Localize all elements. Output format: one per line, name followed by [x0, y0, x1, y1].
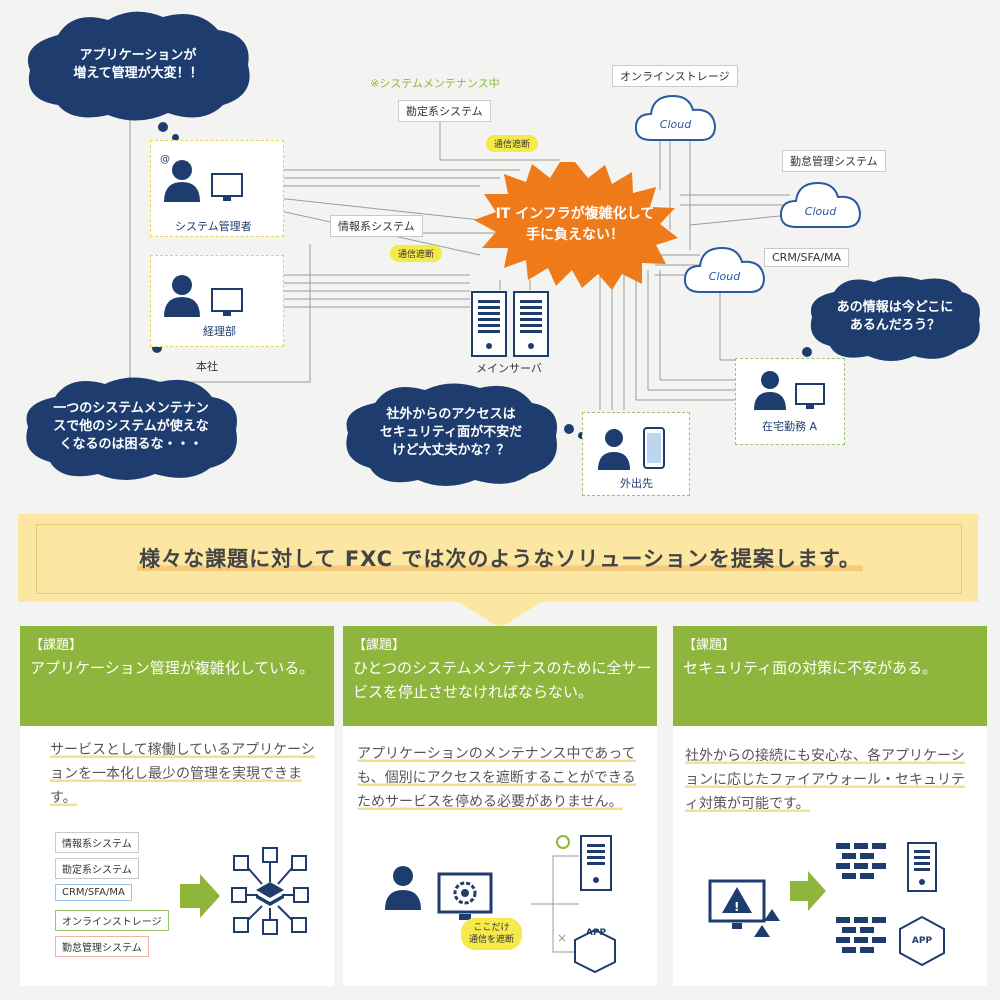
label-crm: CRM/SFA/MA [764, 248, 850, 267]
label-mainserver: メインサーバ [476, 362, 542, 375]
system-chip: CRM/SFA/MA [55, 884, 132, 901]
card-body: アプリケーションのメンテナンス中であっても、個別にアクセスを遮断することができる… [357, 746, 636, 810]
cloud-icon: Cloud [633, 88, 718, 146]
card-tag: 【課題】 [30, 638, 83, 653]
card-tag: 【課題】 [353, 638, 406, 653]
server-icon [471, 291, 549, 357]
system-chip: 勤怠管理システム [55, 936, 149, 957]
firewall-diagram: ! [708, 842, 945, 967]
remote-box [735, 358, 845, 445]
cutoff-badge: 通信遮断 [486, 135, 539, 152]
app-label: APP [911, 936, 933, 946]
thought-dot [158, 122, 168, 132]
speech-bubble-info: あの情報は今どこに あるんだろう？ [806, 272, 984, 362]
speech-bubble-security: 社外からのアクセスは セキュリティ面が不安だ けど大丈夫かな？？ [340, 378, 562, 488]
label-online-storage: オンラインストレージ [612, 65, 738, 87]
thought-dot [802, 347, 812, 357]
svg-text:!: ! [734, 900, 739, 914]
issue-card-1: 【課題】 アプリケーション管理が複雑化している。 サービスとして稼働しているアプ… [20, 626, 334, 986]
label-outside: 外出先 [620, 477, 653, 490]
maintenance-diagram: × [385, 835, 616, 974]
label-keiri: 経理部 [203, 325, 236, 338]
label-remote: 在宅勤務 A [762, 420, 818, 433]
thought-dot [152, 343, 162, 353]
cutoff-badge: 通信遮断 [390, 245, 443, 262]
label-kanjo-system: 勘定系システム [398, 100, 491, 122]
thought-dot [564, 424, 574, 434]
issue-card-2: 【課題】 ひとつのシステムメンテナスのために全サービスを停止させなければならない… [343, 626, 657, 986]
app-label: APP [585, 928, 607, 938]
card-body: サービスとして稼働しているアプリケーションを一本化し最少の管理を実現できます。 [50, 742, 315, 806]
banner-title: 様々な課題に対して FXC では次のようなソリューションを提案します。 [137, 547, 863, 571]
cloud-icon: Cloud [778, 175, 863, 233]
svg-text:@: @ [160, 154, 170, 165]
label-kintai-system: 勤怠管理システム [782, 150, 886, 172]
outside-box [582, 412, 690, 496]
banner-pointer [455, 600, 545, 628]
label-sysadmin: システム管理者 [175, 220, 252, 233]
thought-dot [172, 134, 179, 141]
card-header [343, 626, 657, 726]
card-tag: 【課題】 [683, 638, 736, 653]
label-honsha: 本社 [196, 360, 218, 373]
maintenance-note: ※システムメンテナンス中 [370, 77, 500, 90]
card-title: セキュリティ面の対策に不安がある。 [683, 659, 938, 677]
speech-bubble-maintenance: 一つのシステムメンテナン スで他のシステムが使えな くなるのは困るな・・・ [20, 372, 242, 482]
thought-dot [578, 432, 585, 439]
card-title: ひとつのシステムメンテナスのために全サービスを停止させなければならない。 [353, 659, 652, 701]
card-body: 社外からの接続にも安心な、各アプリケーションに応じたファイアウォール・セキュリテ… [685, 748, 965, 812]
system-chip: 情報系システム [55, 832, 139, 853]
card-header [20, 626, 334, 726]
svg-text:×: × [557, 931, 567, 945]
issue-card-3: 【課題】 セキュリティ面の対策に不安がある。 社外からの接続にも安心な、各アプリ… [673, 626, 987, 986]
unified-hub-icon [231, 847, 309, 935]
banner-frame [36, 524, 962, 594]
cloud-icon: Cloud [682, 240, 767, 298]
complexity-burst: IT インフラが複雑化して 手に負えない！ [470, 160, 680, 290]
label-johokei-system: 情報系システム [330, 215, 423, 237]
keiri-icon [164, 275, 243, 317]
card-title: アプリケーション管理が複雑化している。 [30, 659, 315, 677]
arrow-right-icon [180, 874, 220, 918]
sysadmin-icon: @ [160, 154, 243, 202]
remote-worker-icon [754, 371, 825, 410]
cutoff-note: ここだけ 通信を遮断 [461, 918, 523, 950]
speech-bubble-apps: アプリケーションが 増えて管理が大変！！ [18, 5, 258, 125]
card-header [673, 626, 987, 726]
system-chip: 勘定系システム [55, 858, 139, 879]
mobile-worker-icon [598, 427, 665, 470]
system-chip: オンラインストレージ [55, 910, 169, 931]
